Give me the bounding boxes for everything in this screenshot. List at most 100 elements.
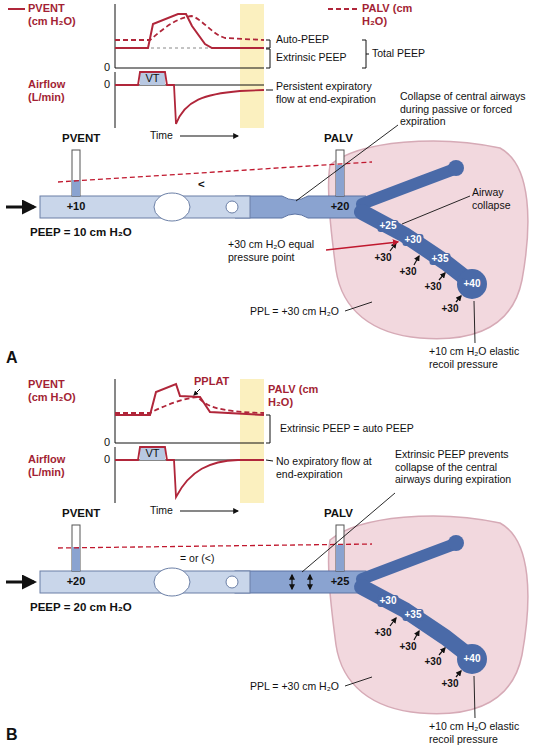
time-arrow xyxy=(180,510,238,511)
pressure-label: PEEP = 20 cm H₂O xyxy=(30,601,132,615)
leader-line xyxy=(266,90,273,91)
axis-value: 0 xyxy=(104,78,110,91)
annotation: Collapse of central airways during passi… xyxy=(400,90,528,128)
ventilator-pressure-curve xyxy=(115,14,264,48)
axis-title: PALV (cm H₂O) xyxy=(268,383,328,409)
panel-a xyxy=(6,4,528,343)
flow-arrow xyxy=(6,581,34,584)
pressure-label: PALV xyxy=(324,507,353,521)
pleural-pressure: +30 xyxy=(425,281,442,293)
axis-title: PPLAT xyxy=(194,375,229,388)
airway-pressure: +25 xyxy=(378,220,399,232)
annotation: Time xyxy=(150,504,173,517)
panel-letter: A xyxy=(6,348,18,367)
peep-bracket xyxy=(362,40,369,68)
pleural-pressure: +30 xyxy=(375,627,392,639)
axis-value: 0 xyxy=(104,436,110,449)
pleural-pressure: +30 xyxy=(375,252,392,264)
peep-bracket xyxy=(266,40,270,48)
leader-line xyxy=(266,460,273,461)
annotation: PPL = +30 cm H₂O xyxy=(250,305,339,318)
leader-line xyxy=(302,493,395,572)
alveolar-pressure-curve xyxy=(115,397,264,413)
annotation: PPL = +30 cm H₂O xyxy=(250,680,339,693)
flow-arrow xyxy=(6,206,34,209)
axis-title: PALV (cm H₂O) xyxy=(362,2,420,28)
tidal-volume-box xyxy=(140,447,165,460)
trachea xyxy=(235,571,366,593)
equal-pressure-arrow xyxy=(326,242,398,250)
chart-axis xyxy=(115,68,264,69)
endotracheal-tube xyxy=(40,571,250,593)
airflow-curve xyxy=(115,72,264,124)
annotation: +30 cm H₂O equal pressure point xyxy=(228,238,323,263)
chart-axis xyxy=(115,379,116,443)
airflow-curve xyxy=(115,447,264,497)
annotation: Airway collapse xyxy=(472,186,528,211)
airway-pressure: +30 xyxy=(403,234,424,246)
pleural-pressure: +30 xyxy=(400,641,417,653)
lung xyxy=(329,516,528,714)
splinting-arrows xyxy=(291,582,292,589)
pressure-value: +20 xyxy=(67,575,86,588)
plateau-arrow xyxy=(194,389,200,395)
annotation: Extrinsic PEEP prevents collapse of the … xyxy=(395,448,530,486)
airway-pressure: +35 xyxy=(403,609,424,621)
annotation: Persistent expiratory flow at end-expira… xyxy=(276,80,388,105)
tube-marker xyxy=(226,576,238,588)
annotation: No expiratory flow at end-expiration xyxy=(276,455,384,480)
airway-pressure: +40 xyxy=(462,653,483,665)
tidal-volume-box xyxy=(140,72,165,85)
gauge-level xyxy=(72,547,80,571)
annotation: Extrinsic PEEP xyxy=(276,51,347,64)
panel-b xyxy=(6,379,528,718)
annotation: +10 cm H₂O elastic recoil pressure xyxy=(429,720,534,745)
lung xyxy=(329,141,528,339)
peep-bracket xyxy=(266,49,270,68)
annotation: +10 cm H₂O elastic recoil pressure xyxy=(429,345,534,370)
axis-value: 0 xyxy=(104,61,110,74)
chart-axis xyxy=(115,4,264,128)
pressure-label: PALV xyxy=(324,132,353,146)
chart-axis xyxy=(115,447,116,503)
leader-line xyxy=(345,302,372,311)
annotation: = or (<) xyxy=(180,552,214,565)
splinting-arrows xyxy=(309,582,310,589)
legend-line xyxy=(328,8,358,10)
tube-cuff xyxy=(154,568,190,596)
end-expiration-band xyxy=(240,379,264,503)
pleural-arrows xyxy=(390,243,461,302)
axis-title: Airflow (L/min) xyxy=(28,78,86,104)
pressure-value: +20 xyxy=(331,200,350,213)
end-expiration-band xyxy=(240,4,264,128)
leader-line xyxy=(402,196,470,224)
airway-pressure: +35 xyxy=(430,253,451,265)
pressure-value: +25 xyxy=(331,575,350,588)
panel-letter: B xyxy=(6,725,18,744)
endotracheal-tube xyxy=(40,196,250,218)
chart-axis xyxy=(115,379,264,503)
splinting-arrows xyxy=(309,575,310,582)
pleural-arrows xyxy=(390,618,461,677)
trachea xyxy=(235,196,366,218)
axis-title: PVENT (cm H₂O) xyxy=(28,2,86,28)
pressure-label: PVENT xyxy=(62,132,100,146)
pressure-label: PVENT xyxy=(62,507,100,521)
pressure-label: < xyxy=(198,178,205,192)
annotation: Time xyxy=(150,129,173,142)
ventilator-pressure-curve xyxy=(115,384,264,415)
time-arrow xyxy=(180,135,238,136)
annotation: Extrinsic PEEP = auto PEEP xyxy=(280,422,414,435)
gauge-level xyxy=(336,165,344,196)
pleural-pressure: +30 xyxy=(442,678,459,690)
pleural-pressure: +30 xyxy=(425,656,442,668)
leader-line xyxy=(474,301,475,343)
tube-cuff xyxy=(154,193,190,221)
pressure-value: +10 xyxy=(67,200,86,213)
chart-axis xyxy=(115,72,116,128)
leader-line xyxy=(296,125,398,201)
pressure-gradient-line xyxy=(58,544,372,548)
bronchi xyxy=(362,535,487,674)
peep-bracket xyxy=(266,415,270,443)
pleural-pressure: +30 xyxy=(442,303,459,315)
